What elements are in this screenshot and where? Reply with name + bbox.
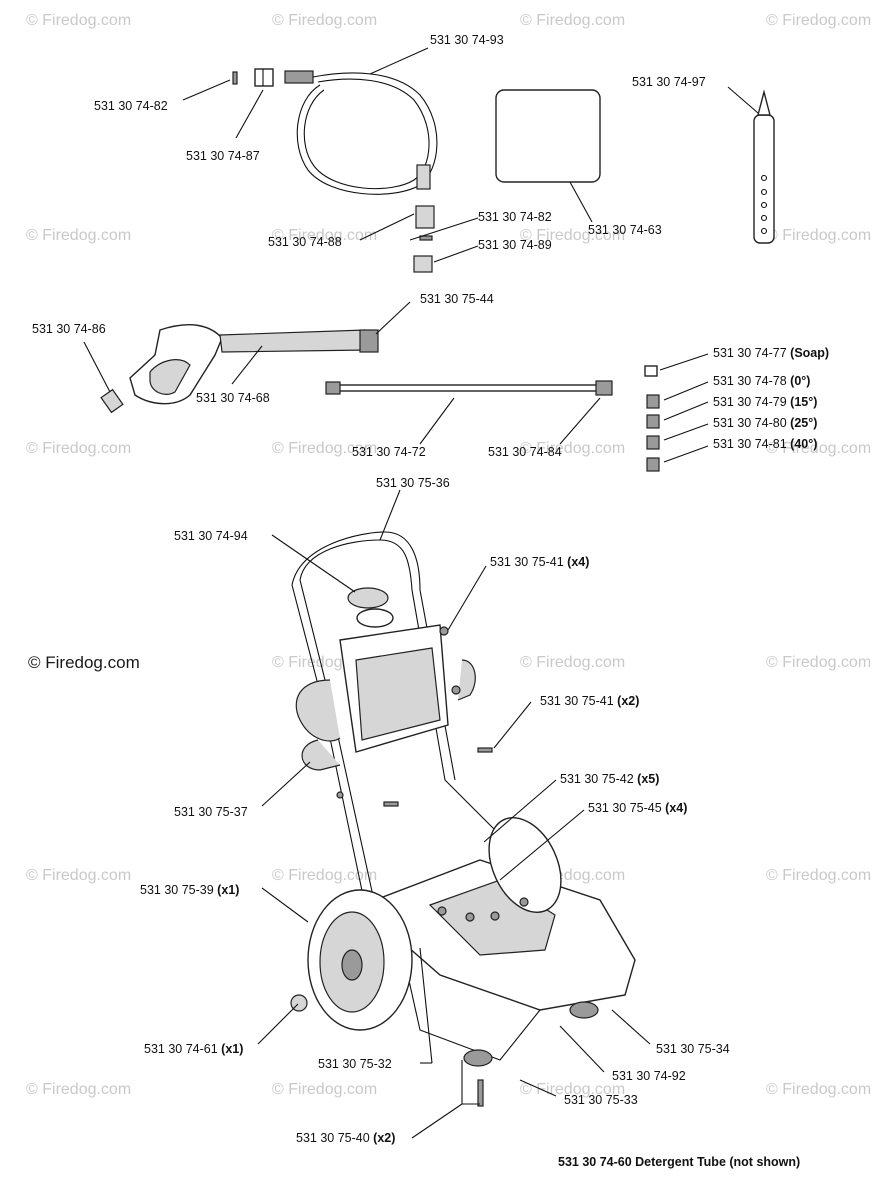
o-ring-part (232, 71, 238, 85)
watermark: © Firedog.com (520, 440, 625, 457)
part-label: 531 30 74-63 (588, 223, 662, 237)
part-label: 531 30 75-41 (x2) (540, 694, 639, 708)
nozzle-15-part (646, 414, 660, 429)
watermark: © Firedog.com (766, 1081, 871, 1098)
footnote: 531 30 74-60 Detergent Tube (not shown) (558, 1155, 800, 1169)
part-label: 531 30 74-80 (25°) (713, 416, 817, 430)
part-label: 531 30 74-86 (32, 322, 106, 336)
coupler-part (415, 205, 435, 229)
part-label: 531 30 75-36 (376, 476, 450, 490)
gun-extension-part (219, 329, 369, 353)
spray-gun-section (100, 324, 660, 472)
o-ring-part (419, 235, 433, 241)
watermark: © Firedog.com (520, 227, 625, 244)
part-label: 531 30 75-33 (564, 1093, 638, 1107)
part-label: 531 30 74-82 (478, 210, 552, 224)
part-label: 531 30 74-89 (478, 238, 552, 252)
part-label: 531 30 75-42 (x5) (560, 772, 659, 786)
hose-fitting-part (416, 164, 431, 190)
cord-hook-part (457, 659, 476, 701)
part-label: 531 30 74-87 (186, 149, 260, 163)
nozzle-40-part (646, 457, 660, 472)
cup-holder-part (347, 587, 389, 609)
watermark: © Firedog.com (272, 440, 377, 457)
gasket-sheet-part (495, 89, 601, 183)
watermark: © Firedog.com (520, 654, 625, 671)
nozzle-set (644, 365, 660, 472)
watermark: © Firedog.com (766, 440, 871, 457)
part-label: 531 30 74-84 (488, 445, 562, 459)
nozzle-0-part (646, 394, 660, 409)
watermark: © Firedog.com (520, 12, 625, 29)
part-label: 531 30 75-41 (x4) (490, 555, 589, 569)
part-label: 531 30 74-82 (94, 99, 168, 113)
part-label: 531 30 75-45 (x4) (588, 801, 687, 815)
part-label: 531 30 74-72 (352, 445, 426, 459)
foot-part (463, 1049, 493, 1067)
quick-connect-part (413, 255, 433, 273)
hose-hook-part (295, 679, 341, 742)
part-label: 531 30 75-37 (174, 805, 248, 819)
part-label: 531 30 74-97 (632, 75, 706, 89)
watermark: © Firedog.com (766, 12, 871, 29)
part-label: 531 30 74-77 (Soap) (713, 346, 829, 360)
part-label: 531 30 74-94 (174, 529, 248, 543)
part-label: 531 30 75-32 (318, 1057, 392, 1071)
nozzle-25-part (646, 435, 660, 450)
part-label: 531 30 75-39 (x1) (140, 883, 239, 897)
watermark: © Firedog.com (766, 654, 871, 671)
part-label: 531 30 75-40 (x2) (296, 1131, 395, 1145)
part-label: 531 30 74-61 (x1) (144, 1042, 243, 1056)
wheel-left-part (307, 889, 413, 1031)
detergent-strip-part (753, 89, 775, 244)
wand-coupler-part (595, 380, 613, 396)
watermark: © Firedog.com (26, 1081, 131, 1098)
gun-inlet-part (100, 388, 124, 414)
part-labels: 531 30 74-82 531 30 74-93 531 30 74-87 5… (32, 33, 829, 1169)
watermark: © Firedog.com (26, 867, 131, 884)
hose-section (232, 68, 438, 273)
watermark: © Firedog.com (26, 12, 131, 29)
adapter-part (254, 68, 274, 87)
gun-coupler-part (359, 329, 379, 353)
part-label: 531 30 75-44 (420, 292, 494, 306)
watermark-main: © Firedog.com (28, 653, 140, 672)
nozzle-soap-part (644, 365, 658, 377)
foot-bolt-part (477, 1079, 484, 1107)
part-label: 531 30 74-93 (430, 33, 504, 47)
watermark: © Firedog.com (272, 227, 377, 244)
watermark: © Firedog.com (26, 227, 131, 244)
part-label: 531 30 74-68 (196, 391, 270, 405)
wand-part (335, 384, 607, 392)
part-label: 531 30 74-81 (40°) (713, 437, 817, 451)
part-label: 531 30 74-79 (15°) (713, 395, 817, 409)
watermarks: © Firedog.com © Firedog.com © Firedog.co… (26, 12, 871, 1098)
watermark: © Firedog.com (26, 440, 131, 457)
foot-part (569, 1001, 599, 1019)
hose-hook-part (301, 739, 341, 771)
part-label: 531 30 75-34 (656, 1042, 730, 1056)
part-label: 531 30 74-88 (268, 235, 342, 249)
wheel-right-part (488, 817, 562, 913)
watermark: © Firedog.com (272, 12, 377, 29)
part-label: 531 30 74-78 (0°) (713, 374, 810, 388)
watermark: © Firedog.com (272, 1081, 377, 1098)
cart-section (290, 531, 636, 1107)
hose-end-part (284, 70, 314, 84)
watermark: © Firedog.com (766, 867, 871, 884)
watermark: © Firedog.com (272, 867, 377, 884)
leader-lines (83, 47, 759, 1139)
part-label: 531 30 74-92 (612, 1069, 686, 1083)
watermark: © Firedog.com (766, 227, 871, 244)
watermark: © Firedog.com (520, 1081, 625, 1098)
